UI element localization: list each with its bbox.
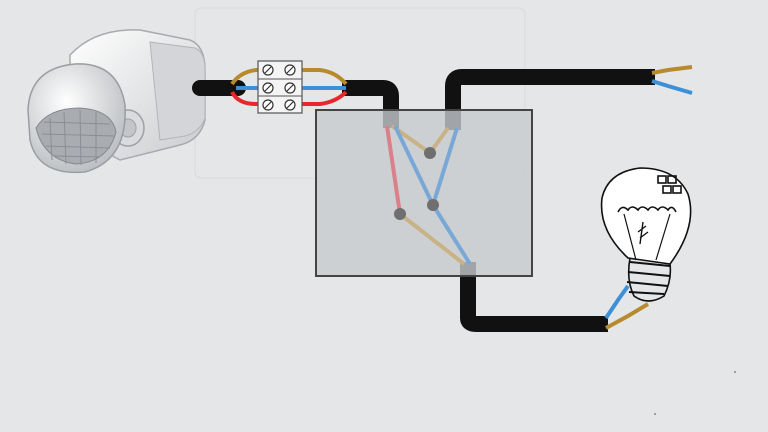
box-input-cable-sheath xyxy=(342,80,399,128)
supply-neutral-wire-end xyxy=(651,79,693,95)
terminal-screw-slot xyxy=(286,84,294,92)
bulb-reflection-mark xyxy=(657,175,667,184)
supply-cable-sheath xyxy=(445,69,655,130)
terminal-screw-slot xyxy=(264,66,272,74)
bulb-reflection-mark xyxy=(662,185,672,194)
sensor-side-panel xyxy=(149,41,206,141)
bulb-base-threads xyxy=(626,261,671,295)
sensor-lens-ribs xyxy=(41,121,115,158)
lamp-cable-sheath xyxy=(460,262,608,332)
junction-node xyxy=(394,208,406,220)
bulb-filament-supports xyxy=(623,213,671,261)
junction-nodes xyxy=(394,147,439,220)
terminal-load-wire-out xyxy=(292,68,348,86)
stray-dot xyxy=(734,371,736,373)
terminal-phase-wire-out xyxy=(292,90,348,106)
box-neutral-wire-lamp xyxy=(431,203,472,266)
lamp-neutral-wire xyxy=(604,284,630,320)
terminal-screw-slot xyxy=(286,101,294,109)
box-load-wire-lamp xyxy=(398,212,466,266)
bulb-reflection-mark xyxy=(667,175,677,184)
supply-cable-ends xyxy=(651,65,693,95)
box-phase-wire xyxy=(385,125,402,215)
lamp-wires xyxy=(604,284,650,330)
terminal-screws xyxy=(262,64,296,111)
motion-sensor xyxy=(27,29,206,174)
sensor-phase-wire xyxy=(230,90,272,106)
stray-dot xyxy=(654,413,656,415)
terminal-block xyxy=(257,60,303,114)
sensor-lens-grid xyxy=(49,109,97,166)
cable-sheaths xyxy=(192,69,655,332)
box-neutral-wire-in xyxy=(393,125,435,206)
bulb-reflection-mark xyxy=(672,185,682,194)
terminal-screw-slot xyxy=(286,66,294,74)
junction-box xyxy=(315,109,533,277)
sensor-load-wire xyxy=(230,68,272,86)
bulb-glass xyxy=(600,167,692,265)
bulb-base xyxy=(627,257,672,302)
junction-box-wires xyxy=(385,124,472,266)
bulb-stem-mark xyxy=(637,221,649,245)
terminal-screw-slot xyxy=(264,101,272,109)
lamp-load-wire xyxy=(605,302,650,330)
terminal-screw-slot xyxy=(264,84,272,92)
light-bulb xyxy=(600,167,692,302)
junction-node xyxy=(427,199,439,211)
supply-load-wire-end xyxy=(651,65,693,75)
bulb-filament xyxy=(617,206,677,213)
junction-box-body xyxy=(315,109,533,277)
junction-node xyxy=(424,147,436,159)
box-neutral-wire-supply xyxy=(431,127,459,206)
